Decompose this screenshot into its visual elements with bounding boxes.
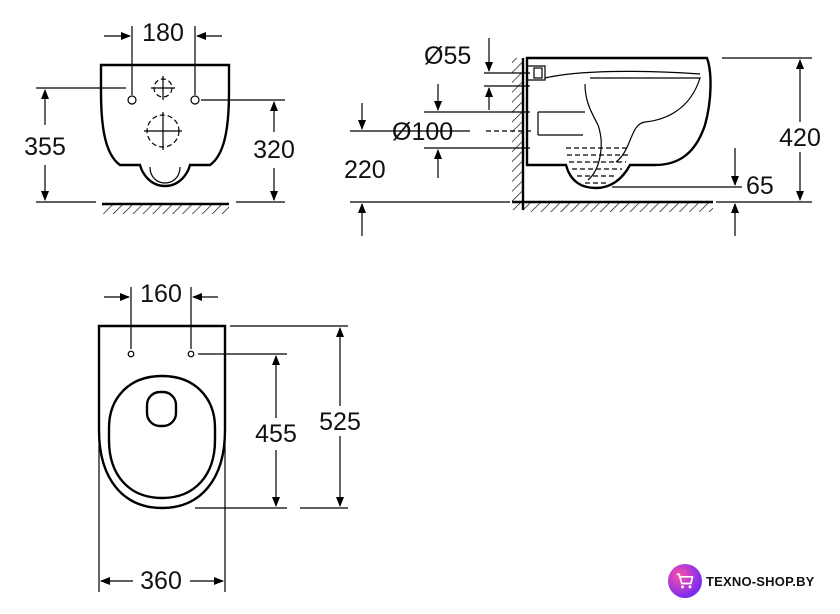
top-width-dimension: 360: [140, 567, 182, 595]
front-mounting-hole-left: [127, 95, 137, 105]
top-view-bowl: [107, 374, 217, 500]
front-mounting-hole-right: [190, 95, 200, 105]
side-floor-dimension: 220: [344, 156, 386, 184]
side-large-pipe-dimension: Ø100: [392, 118, 453, 146]
side-small-pipe-dimension: Ø55: [424, 42, 471, 70]
front-width-dimension: 180: [142, 19, 184, 47]
top-length-dimension: 525: [319, 408, 361, 436]
top-view-outlet: [145, 390, 178, 428]
side-bowl-outline: [525, 56, 712, 190]
top-mounting-hole-right: [187, 350, 195, 358]
side-bottom-dimension: 65: [746, 172, 774, 200]
side-floor-hatch: [523, 202, 713, 212]
front-view-outlet: [149, 166, 181, 184]
front-height-dimension: 355: [24, 133, 66, 161]
watermark-logo: TEXNO-SHOP.BY: [668, 563, 815, 599]
side-height-dimension: 420: [779, 124, 821, 152]
top-hole-spacing-dimension: 160: [140, 280, 182, 308]
top-mounting-hole-left: [127, 350, 135, 358]
top-inner-length-dimension: 455: [255, 420, 297, 448]
watermark-text: TEXNO-SHOP.BY: [706, 573, 815, 589]
front-floor-hatch: [102, 205, 229, 214]
front-view-body: [99, 63, 231, 188]
top-view: 160 455 525 360: [97, 280, 361, 595]
front-inner-height-dimension: 320: [253, 136, 295, 164]
side-view: Ø55 Ø100 220 420 65: [344, 38, 821, 236]
shopping-cart-icon: [668, 564, 702, 598]
side-water-level: [566, 147, 628, 184]
side-wall-hatch: [512, 58, 523, 210]
front-view: 180 355 320: [24, 19, 295, 214]
top-view-body: [97, 324, 227, 510]
